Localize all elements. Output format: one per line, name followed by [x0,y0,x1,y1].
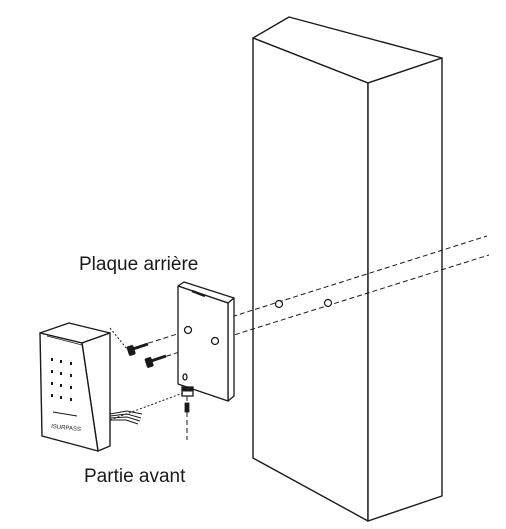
back-plate [177,281,235,402]
front-device [39,322,111,452]
back-plate-hole-bottom [182,373,188,381]
back-plate-slot [191,289,206,298]
guide-line-top [109,327,128,350]
bottom-screw-head [184,402,190,413]
back-plate-face [177,285,229,402]
front-device-face [39,332,99,452]
wall-hole-lower [323,298,333,308]
mounting-screws [126,342,167,368]
keypad-divider [52,411,78,417]
screw-upper [126,342,149,356]
bottom-fixing-screw [181,386,194,440]
alignment-line-upper [132,235,488,349]
front-part-label: Partie avant [84,466,186,487]
wall-pillar [252,16,443,522]
back-plate-hole-upper [183,325,193,335]
pillar-side-face [367,57,443,522]
back-plate-hole-lower [210,336,220,346]
keypad-keys [51,358,72,401]
wall-hole-upper [274,299,284,309]
connection-guides [109,327,184,421]
screw-lower [144,354,167,368]
device-brand-text: ISURPASS [51,424,81,433]
guide-line-bottom [109,392,184,421]
back-plate-side-edge [227,297,235,402]
wall-holes [274,298,333,309]
back-plate-label: Plaque arrière [79,254,199,275]
device-cable [109,410,143,425]
